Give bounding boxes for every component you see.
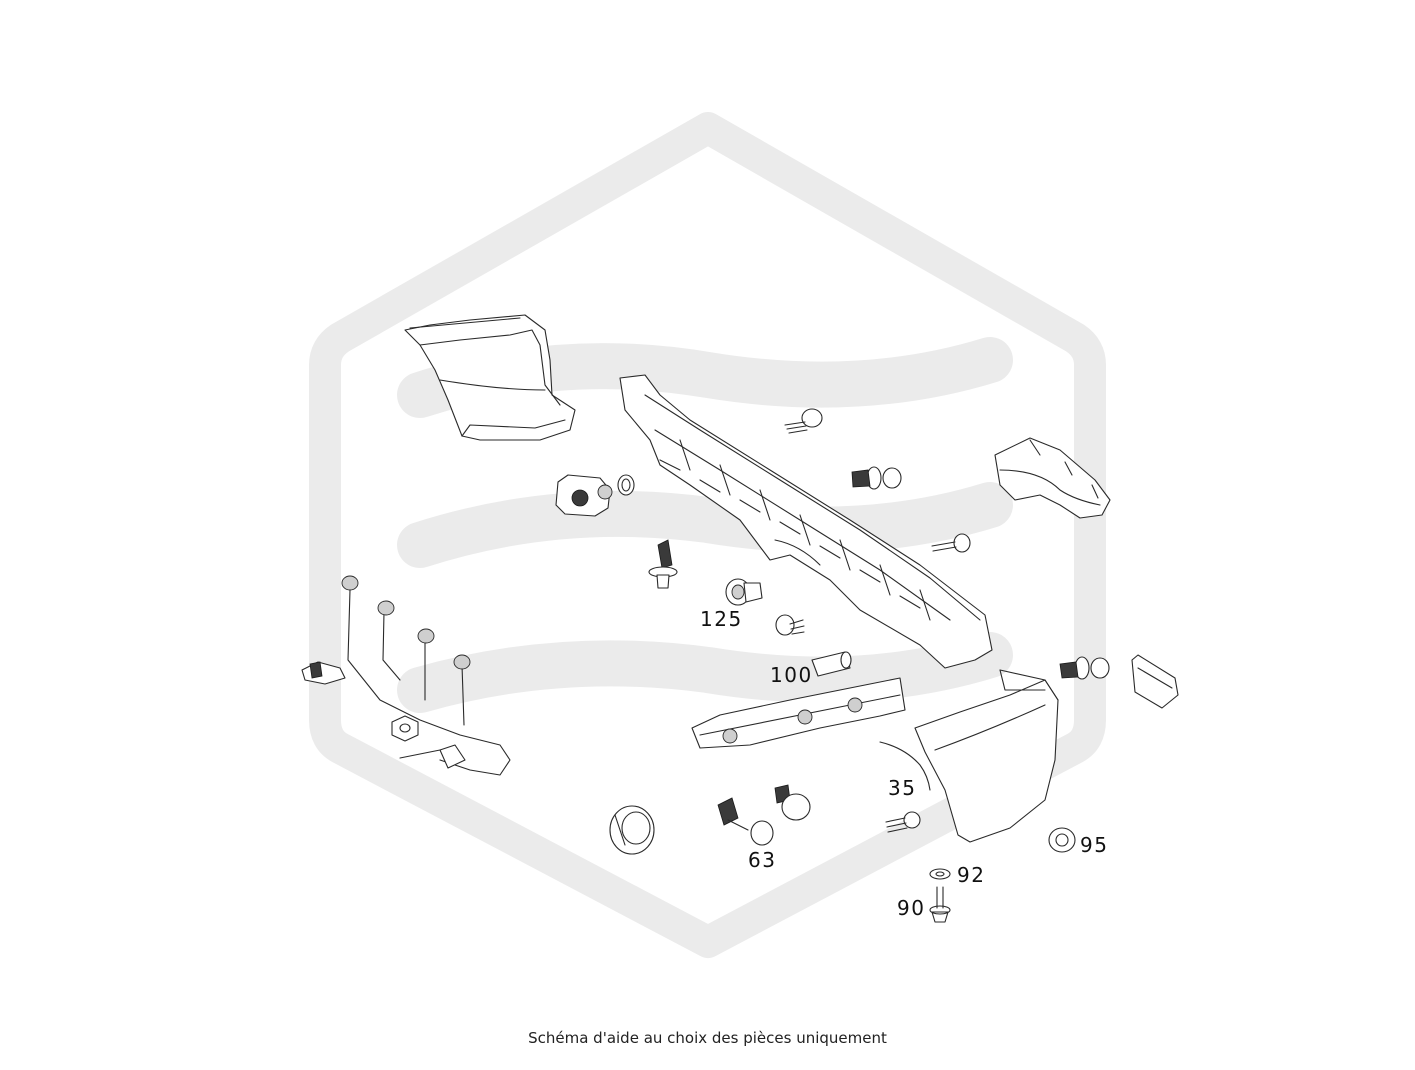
part-label-63: 63: [748, 848, 776, 872]
part-label-35: 35: [888, 776, 916, 800]
push-rivet[interactable]: [648, 539, 678, 589]
part-35-trim-strip[interactable]: 35: [879, 741, 931, 800]
part-label-95: 95: [1080, 833, 1108, 857]
bolt-top[interactable]: [784, 408, 823, 434]
heat-shield-bracket[interactable]: [994, 437, 1111, 519]
diagram-caption: Schéma d'aide au choix des pièces unique…: [528, 1029, 887, 1047]
clip-screw[interactable]: [775, 614, 805, 636]
bolt-washer-right[interactable]: [1059, 656, 1110, 680]
bolt-washer-mid[interactable]: [851, 466, 902, 490]
part-label-90: 90: [897, 896, 925, 920]
cover-cap[interactable]: [1131, 654, 1179, 709]
bumper-beam[interactable]: [619, 374, 993, 669]
part-90-bolt[interactable]: 90: [897, 886, 951, 923]
round-cap[interactable]: [609, 805, 655, 855]
right-corner-cover[interactable]: [914, 669, 1059, 843]
part-95-nut[interactable]: 95: [1048, 827, 1108, 857]
part-125-grommet[interactable]: 125: [700, 578, 763, 631]
bolt-bottom[interactable]: [885, 811, 921, 833]
lower-support-bracket[interactable]: [691, 677, 906, 749]
hex-nut[interactable]: [391, 715, 419, 742]
bolt-right-mid[interactable]: [931, 533, 971, 553]
part-92-washer[interactable]: 92: [929, 863, 985, 887]
part-100-spacer[interactable]: 100: [770, 651, 852, 687]
wiring-harness[interactable]: [301, 575, 511, 776]
part-label-100: 100: [770, 663, 813, 687]
part-label-92: 92: [957, 863, 985, 887]
part-63-push-fastener[interactable]: 63: [717, 784, 811, 872]
parking-sensor[interactable]: [555, 474, 635, 517]
part-label-125: 125: [700, 607, 743, 631]
left-corner-cover[interactable]: [404, 314, 576, 441]
